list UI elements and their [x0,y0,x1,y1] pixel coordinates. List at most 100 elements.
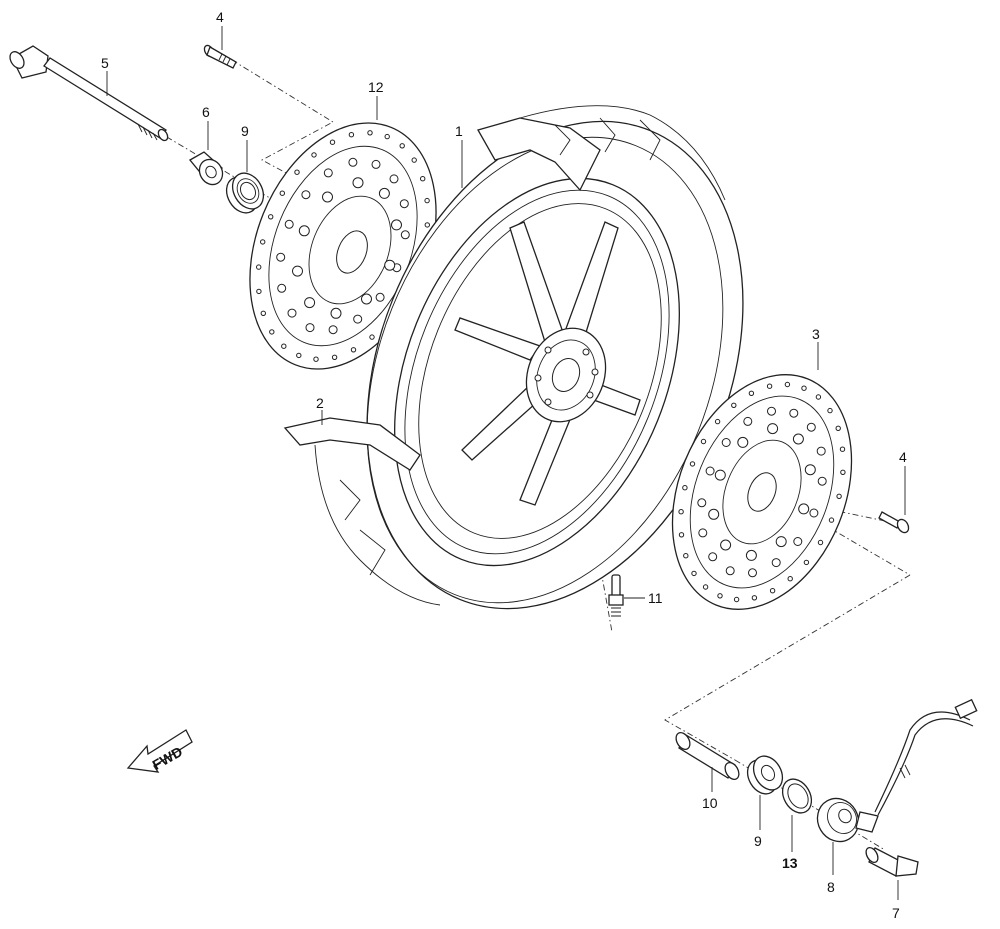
callout-6: 6 [202,104,210,120]
disc-drill-hole [311,152,317,158]
disc-drill-hole [705,466,715,476]
disc-drill-hole [803,559,810,566]
callout-8: 8 [827,879,835,895]
disc-drill-hole [329,139,336,145]
disc-drill-hole [771,558,781,568]
disc-mount-hole [304,297,316,309]
disc-drill-hole [836,493,842,499]
callout-4-top: 4 [216,9,224,25]
disc-mount-hole [378,187,390,199]
disc-drill-hole [281,343,287,349]
disc-drill-hole [733,596,740,603]
disc-drill-hole [375,292,385,302]
disc-drill-hole [815,394,822,400]
disc-mount-hole [737,436,749,448]
disc-drill-hole [287,308,297,318]
disc-mount-hole [322,191,333,203]
disc-mount-hole [361,293,372,305]
disc-drill-hole [721,438,731,447]
disc-mount-hole [745,549,757,561]
disc-drill-hole [350,347,357,353]
front-wheel [283,105,744,610]
disc-mount-hole [798,503,810,515]
disc-drill-hole [400,230,410,240]
disc-mount-hole [767,423,779,435]
callout-12: 12 [368,79,384,95]
disc-drill-hole [767,406,776,416]
disc-mount-hole [298,225,310,237]
disc-drill-hole [420,176,426,182]
disc-mount-hole [292,265,303,277]
disc-bolt-top [203,44,237,69]
disc-drill-hole [700,438,707,445]
disc-drill-hole [678,509,684,515]
disc-drill-hole [323,168,333,178]
axle-nut [865,846,919,877]
disc-mount-hole [714,469,726,481]
callout-7: 7 [892,905,900,921]
disc-drill-hole [277,283,287,293]
disc-drill-hole [256,288,262,295]
disc-mount-hole [330,307,342,319]
disc-drill-hole [268,214,274,220]
callout-13: 13 [782,855,798,871]
disc-drill-hole [801,385,807,391]
disc-drill-hole [294,169,300,175]
disc-drill-hole [787,576,793,582]
disc-drill-hole [789,408,799,418]
disc-drill-hole [748,568,757,578]
callout-2: 2 [316,395,324,411]
disc-drill-hole [817,539,824,546]
disc-drill-hole [353,314,363,324]
disc-drill-hole [731,402,737,408]
disc-drill-hole [682,485,688,491]
disc-drill-hole [411,157,417,163]
disc-drill-hole [689,461,696,467]
disc-drill-hole [678,532,685,538]
disc-mount-hole [384,259,396,271]
disc-drill-hole [348,157,358,167]
disc-drill-hole [839,446,846,452]
brake-disc-right [671,374,853,610]
disc-bolt-right [878,511,910,534]
disc-drill-hole [809,508,819,518]
disc-drill-hole [769,588,776,594]
disc-drill-hole [743,416,753,426]
disc-drill-hole [784,381,791,388]
disc-drill-hole [331,354,338,360]
disc-drill-hole [697,498,707,508]
disc-drill-hole [828,517,835,523]
disc-drill-hole [276,252,286,262]
disc-drill-hole [369,334,375,340]
disc-drill-hole [683,553,689,559]
disc-drill-hole [399,143,405,149]
leader-lines [106,26,906,900]
disc-drill-hole [766,383,773,389]
disc-drill-hole [748,390,755,396]
bearing-right [746,755,784,795]
disc-drill-hole [827,407,833,414]
front-axle [9,45,169,142]
callout-labels: 1 2 3 4 4 5 6 7 8 9 9 10 11 12 13 [101,9,907,921]
disc-drill-hole [328,325,338,335]
disc-drill-hole [708,552,718,562]
callout-5: 5 [101,55,109,71]
disc-mount-hole [708,508,720,520]
callout-3: 3 [812,326,820,342]
callout-9-top: 9 [241,123,249,139]
disc-drill-hole [296,352,302,359]
disc-drill-hole [714,418,721,425]
disc-drill-hole [691,570,697,577]
disc-drill-hole [424,222,430,228]
callout-4-right: 4 [899,449,907,465]
disc-drill-hole [260,310,266,316]
disc-drill-hole [284,219,294,229]
disc-mount-hole [792,433,804,445]
disc-drill-hole [725,566,735,576]
disc-drill-hole [279,190,285,196]
disc-drill-hole [260,239,266,245]
disc-drill-hole [389,174,399,184]
disc-drill-hole [816,446,826,456]
disc-drill-hole [301,190,311,200]
axle-spacer [675,731,740,781]
